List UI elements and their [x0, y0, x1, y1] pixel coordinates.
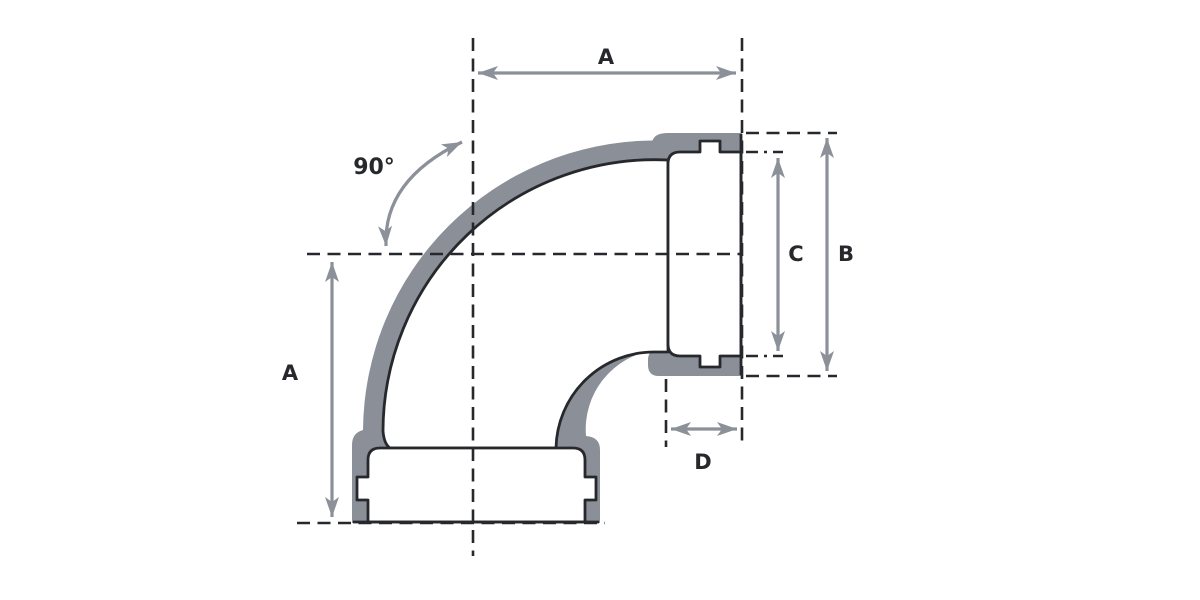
bore-cavity: [381, 158, 670, 450]
bottom-socket-cavity: [355, 446, 598, 524]
dimension-label-a-top: A: [598, 45, 615, 69]
construction-lines: [297, 38, 837, 556]
angle-arc-arrow: [378, 140, 463, 247]
dimension-labels: A 90° A C B D: [282, 45, 854, 474]
dimension-arrows: [325, 66, 834, 517]
dimension-label-d: D: [694, 450, 711, 474]
dimension-label-b: B: [838, 242, 854, 266]
dimension-label-c: C: [788, 242, 803, 266]
elbow-fitting: [352, 133, 743, 524]
angle-label: 90°: [353, 155, 395, 180]
dimension-label-a-left: A: [282, 361, 299, 385]
